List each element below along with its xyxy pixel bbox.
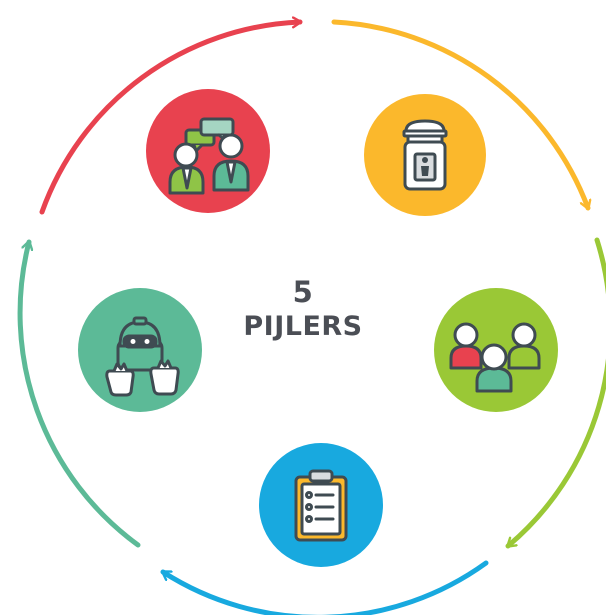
center-label: PIJLERS xyxy=(243,311,363,342)
checklist-clipboard-icon xyxy=(294,469,348,542)
pillar-community xyxy=(434,288,558,412)
center-number: 5 xyxy=(292,275,314,309)
cycle-arrow-teal xyxy=(17,239,141,548)
pillar-checklist xyxy=(259,443,383,567)
pillar-trash xyxy=(364,94,486,216)
cycle-arrow-lime xyxy=(505,237,606,549)
cycle-arrow-yellow xyxy=(331,19,588,211)
pillar-cleanup xyxy=(78,288,202,412)
discussion-people-icon xyxy=(168,117,250,195)
community-group-icon xyxy=(449,322,541,393)
trash-bin-icon xyxy=(402,119,448,191)
cycle-arrow-red xyxy=(39,22,303,215)
cleanup-robot-bags-icon xyxy=(105,316,180,397)
pillar-discussion xyxy=(146,89,270,213)
cycle-arrow-blue xyxy=(160,560,489,615)
